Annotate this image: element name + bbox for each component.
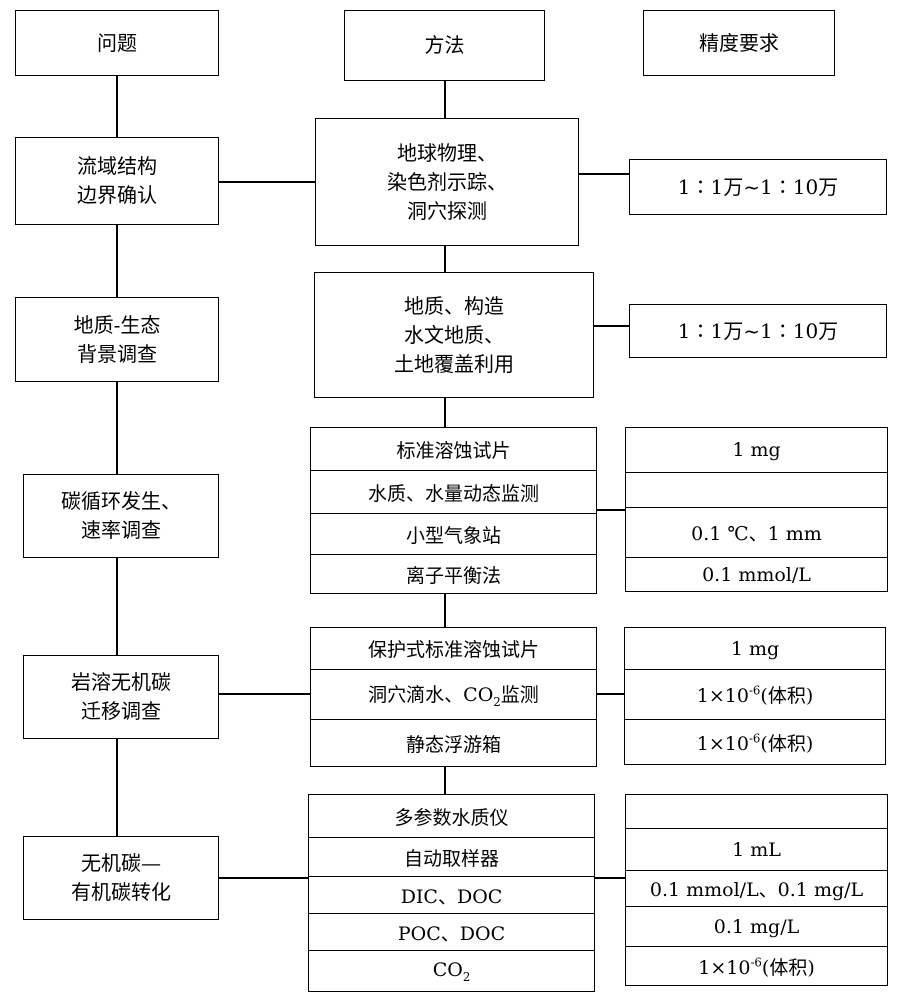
method-water-quality-meter: 多参数水质仪: [308, 794, 595, 838]
method-floating-chamber: 静态浮游箱: [310, 719, 597, 767]
connector-line: [444, 766, 446, 794]
connector-line: [596, 693, 625, 695]
header-problem: 问题: [15, 10, 219, 76]
method-geophysics: 地球物理、 染色剂示踪、 洞穴探测: [315, 118, 579, 246]
method-geology: 地质、构造 水文地质、 土地覆盖利用: [314, 272, 594, 398]
connector-line: [444, 397, 446, 427]
header-precision: 精度要求: [643, 10, 835, 76]
method-cave-drip-co2: 洞穴滴水、CO2监测: [310, 669, 597, 720]
precision-floating-label: 1×10-6(体积): [696, 731, 814, 755]
connector-line: [593, 325, 630, 327]
precision-scale-2: 1∶1万~1∶10万: [629, 304, 887, 358]
precision-water-quality: [625, 794, 888, 829]
precision-dic-doc: 0.1 mmol/L、0.1 mg/L: [625, 870, 888, 907]
method-co2: CO2: [308, 950, 595, 992]
method-co2-label: CO2: [432, 958, 471, 984]
problem-carbon-conversion: 无机碳— 有机碳转化: [23, 836, 219, 920]
connector-line: [444, 80, 446, 118]
precision-ion-balance: 0.1 mmol/L: [625, 557, 888, 592]
connector-line: [594, 877, 626, 879]
precision-cave-drip: 1×10-6(体积): [624, 669, 886, 720]
method-protected-tablet: 保护式标准溶蚀试片: [310, 627, 597, 670]
problem-inorganic-carbon: 岩溶无机碳 迁移调查: [23, 655, 219, 739]
connector-line: [218, 877, 309, 879]
problem-boundary: 流域结构 边界确认: [15, 137, 219, 225]
connector-line: [218, 181, 316, 183]
connector-line: [578, 173, 630, 175]
precision-co2: 1×10-6(体积): [625, 946, 888, 986]
connector-line: [596, 509, 626, 511]
precision-cave-drip-label: 1×10-6(体积): [696, 683, 814, 707]
precision-co2-label: 1×10-6(体积): [698, 955, 815, 979]
connector-line: [218, 693, 311, 695]
method-ion-balance: 离子平衡法: [310, 554, 597, 594]
precision-tablet-mass: 1 mg: [625, 427, 888, 473]
method-cave-drip-label: 洞穴滴水、CO2监测: [368, 684, 539, 709]
header-method: 方法: [344, 10, 545, 81]
precision-floating-chamber: 1×10-6(体积): [624, 719, 886, 765]
method-water-monitoring: 水质、水量动态监测: [310, 470, 597, 514]
precision-water-monitoring: [625, 472, 888, 508]
precision-poc-doc: 0.1 mg/L: [625, 906, 888, 947]
connector-line: [444, 245, 446, 272]
precision-weather: 0.1 ℃、1 mm: [625, 507, 888, 558]
method-erosion-tablet: 标准溶蚀试片: [310, 427, 597, 471]
method-weather-station: 小型气象站: [310, 513, 597, 555]
problem-background: 地质-生态 背景调查: [15, 297, 219, 382]
method-poc-doc: POC、DOC: [308, 913, 595, 951]
precision-scale-1: 1∶1万~1∶10万: [629, 159, 887, 215]
precision-autosampler: 1 mL: [625, 828, 888, 871]
problem-carbon-cycle: 碳循环发生、 速率调查: [23, 474, 219, 558]
precision-protected-tablet: 1 mg: [624, 627, 886, 670]
method-dic-doc: DIC、DOC: [308, 876, 595, 914]
connector-line: [444, 593, 446, 627]
method-autosampler: 自动取样器: [308, 837, 595, 877]
